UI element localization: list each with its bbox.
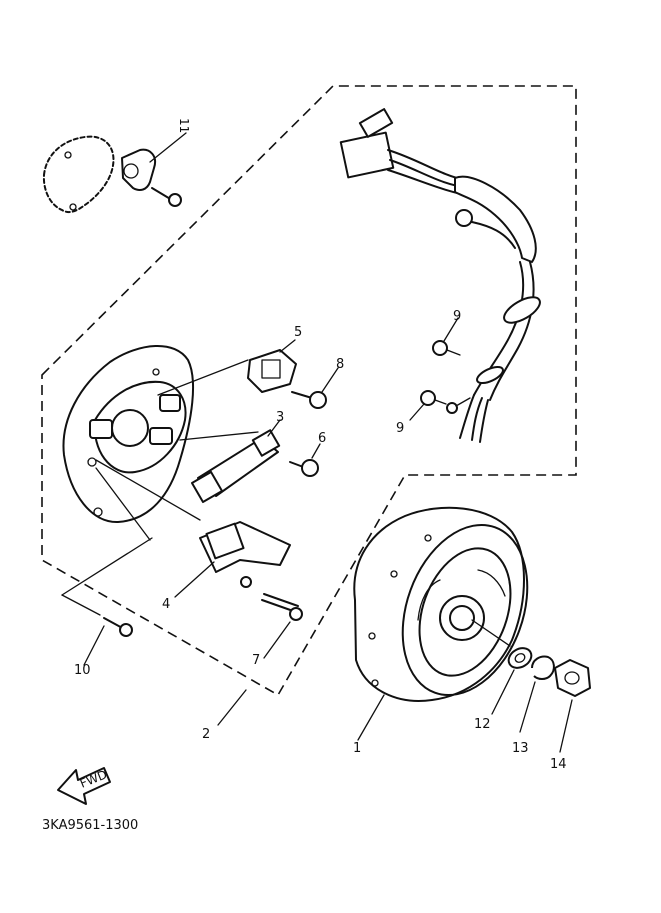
- part-5-pickup-coil: [247, 339, 297, 393]
- leader-lines: [61, 359, 259, 726]
- crankcase-cover-sketch: [42, 135, 115, 214]
- part-12-washer: [491, 647, 533, 715]
- part-9-screws: [409, 317, 461, 421]
- part-7-screw: [261, 593, 303, 659]
- part-13-lock-washer: [519, 655, 555, 733]
- callout-8: 8: [336, 357, 344, 372]
- part-11-clamp: [121, 132, 187, 207]
- part-3-lighting-coil: [190, 419, 281, 504]
- stator-assembly-boundary: [41, 85, 577, 697]
- part-6-screw: [289, 443, 321, 477]
- callout-13: 13: [512, 741, 529, 756]
- part-4-source-coil: [174, 521, 291, 598]
- callout-5: 5: [294, 325, 302, 340]
- part-8-screw: [291, 367, 339, 409]
- part-14-nut: [554, 659, 591, 753]
- stator-base-plate: [62, 345, 195, 524]
- callout-11: 11: [177, 118, 191, 133]
- callout-2: 2: [202, 727, 210, 742]
- callout-3: 3: [276, 410, 284, 425]
- callout-6: 6: [318, 431, 326, 446]
- callout-9-upper: 9: [453, 309, 461, 324]
- callout-4: 4: [162, 597, 170, 612]
- callout-12: 12: [474, 717, 491, 732]
- diagram-code: 3KA9561-1300: [42, 818, 138, 833]
- part-1-rotor: [353, 506, 529, 741]
- callout-9-lower: 9: [396, 421, 404, 436]
- wire-harness: [339, 108, 541, 443]
- callout-14: 14: [550, 757, 567, 772]
- callout-7: 7: [252, 653, 260, 668]
- fwd-arrow: FWD: [57, 767, 111, 805]
- callout-1: 1: [353, 741, 361, 756]
- callout-10: 10: [74, 663, 91, 678]
- part-10-screw: [83, 617, 133, 666]
